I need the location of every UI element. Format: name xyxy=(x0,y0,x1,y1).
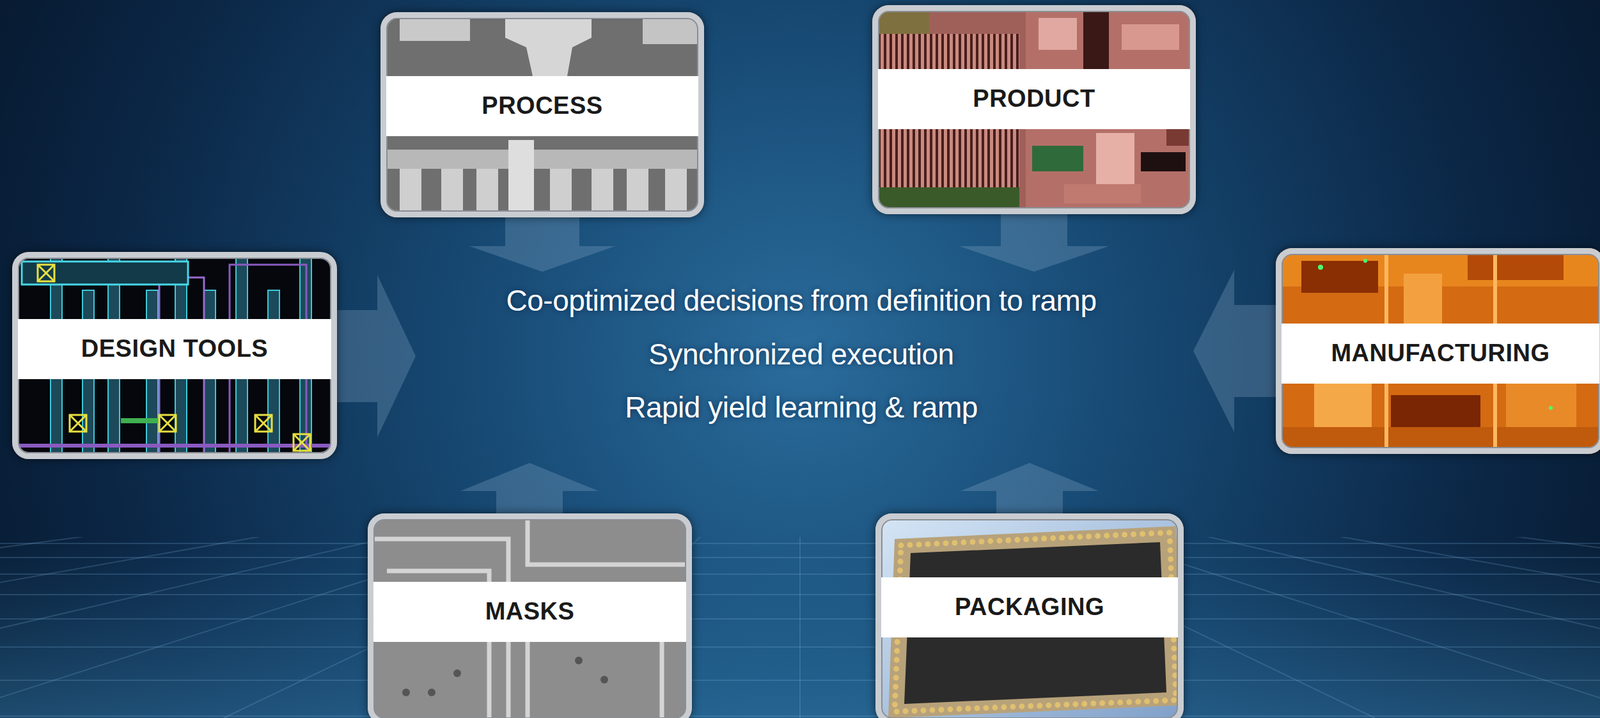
mask-image xyxy=(367,513,692,718)
floor-grid xyxy=(0,573,1600,575)
block-arrow xyxy=(1193,269,1276,433)
inward-arrows xyxy=(337,214,1276,514)
process-sem-image xyxy=(380,149,705,169)
tile-label: DESIGN TOOLS xyxy=(17,319,332,380)
tile-label: PACKAGING xyxy=(881,577,1178,638)
process-sem-image xyxy=(399,168,422,218)
layout-image xyxy=(37,264,55,282)
layout-image xyxy=(255,415,272,432)
product-die-image xyxy=(1083,11,1109,70)
product-die-image xyxy=(1064,184,1141,204)
process-sem-image xyxy=(508,140,534,218)
process-sem-image xyxy=(380,12,705,218)
tile-label: MANUFACTURING xyxy=(1281,323,1600,384)
fab-image xyxy=(1317,264,1324,270)
block-arrow xyxy=(960,462,1099,514)
fab-image xyxy=(1390,395,1481,428)
fab-image xyxy=(1467,254,1564,281)
layout-image xyxy=(12,443,338,448)
image-tile: DESIGN TOOLS xyxy=(12,251,338,460)
image-tile: MASKS xyxy=(367,513,692,718)
mask-image xyxy=(367,513,692,718)
layout-image xyxy=(21,261,189,285)
layout-image xyxy=(159,415,176,432)
floor-grid xyxy=(800,537,1600,718)
floor-grid xyxy=(800,537,1600,718)
floor-grid xyxy=(0,715,1600,717)
package-image xyxy=(875,513,1184,718)
floor-grid xyxy=(800,537,1600,718)
block-arrow xyxy=(460,462,599,514)
layout-image xyxy=(69,415,87,432)
product-die-image xyxy=(1032,145,1084,172)
process-sem-image xyxy=(665,168,687,218)
layout-image xyxy=(120,418,160,424)
image-tile: PRODUCT xyxy=(872,5,1196,215)
process-sem-image xyxy=(380,12,705,218)
mask-image xyxy=(453,669,462,678)
process-sem-image xyxy=(591,168,614,218)
process-sem-image xyxy=(505,12,592,77)
fab-image xyxy=(1403,273,1443,332)
product-die-image xyxy=(1140,152,1186,172)
mask-image xyxy=(600,675,609,684)
tile-label: PRODUCT xyxy=(878,69,1191,130)
layout-image xyxy=(12,251,338,460)
block-arrow xyxy=(959,214,1109,272)
floor-grid xyxy=(0,679,1600,682)
layout-image xyxy=(159,415,176,432)
tile-label: MASKS xyxy=(373,581,687,643)
product-die-image xyxy=(872,5,1196,215)
process-sem-image xyxy=(549,168,572,218)
floor-grid xyxy=(800,537,1600,718)
product-die-image xyxy=(872,5,1196,215)
layout-image xyxy=(12,251,338,460)
fab-image xyxy=(1314,382,1372,434)
block-arrow xyxy=(337,274,416,438)
layout-image xyxy=(255,415,272,432)
floor-grid xyxy=(799,537,801,718)
image-tile: PROCESS xyxy=(380,12,705,218)
center-statement: Synchronized execution xyxy=(648,337,954,373)
process-sem-image xyxy=(441,168,463,218)
floor-grid xyxy=(800,537,1600,718)
fab-image xyxy=(1275,248,1600,455)
process-sem-image xyxy=(476,168,499,218)
mask-image xyxy=(367,513,692,718)
center-statement: Co-optimized decisions from definition t… xyxy=(506,283,1097,319)
image-tile: PACKAGING xyxy=(875,513,1184,718)
layout-image xyxy=(293,434,311,451)
floor-grid xyxy=(0,556,1600,559)
floor-grid xyxy=(0,594,1600,596)
floor-grid xyxy=(0,537,1600,718)
floor-grid xyxy=(0,542,1600,545)
floor-grid xyxy=(0,646,1600,648)
mask-image xyxy=(574,656,583,665)
fab-image xyxy=(1275,248,1600,455)
product-die-image xyxy=(1096,133,1135,191)
layout-image xyxy=(37,264,55,282)
layout-image xyxy=(293,434,311,451)
package-image xyxy=(875,513,1184,718)
block-arrow xyxy=(469,217,616,272)
product-die-image xyxy=(1121,24,1180,50)
tile-label: PROCESS xyxy=(386,76,699,137)
fab-image xyxy=(1548,406,1553,410)
layout-image xyxy=(69,415,87,432)
mask-image xyxy=(402,688,410,697)
fab-image xyxy=(1301,260,1379,293)
mask-image xyxy=(527,513,692,565)
floor-grid xyxy=(0,618,1600,620)
fab-image xyxy=(1363,258,1368,263)
center-statement: Rapid yield learning & ramp xyxy=(624,390,978,426)
image-tile: MANUFACTURING xyxy=(1275,248,1600,455)
process-sem-image xyxy=(626,168,649,218)
mask-image xyxy=(427,688,436,697)
product-die-image xyxy=(1038,17,1077,50)
